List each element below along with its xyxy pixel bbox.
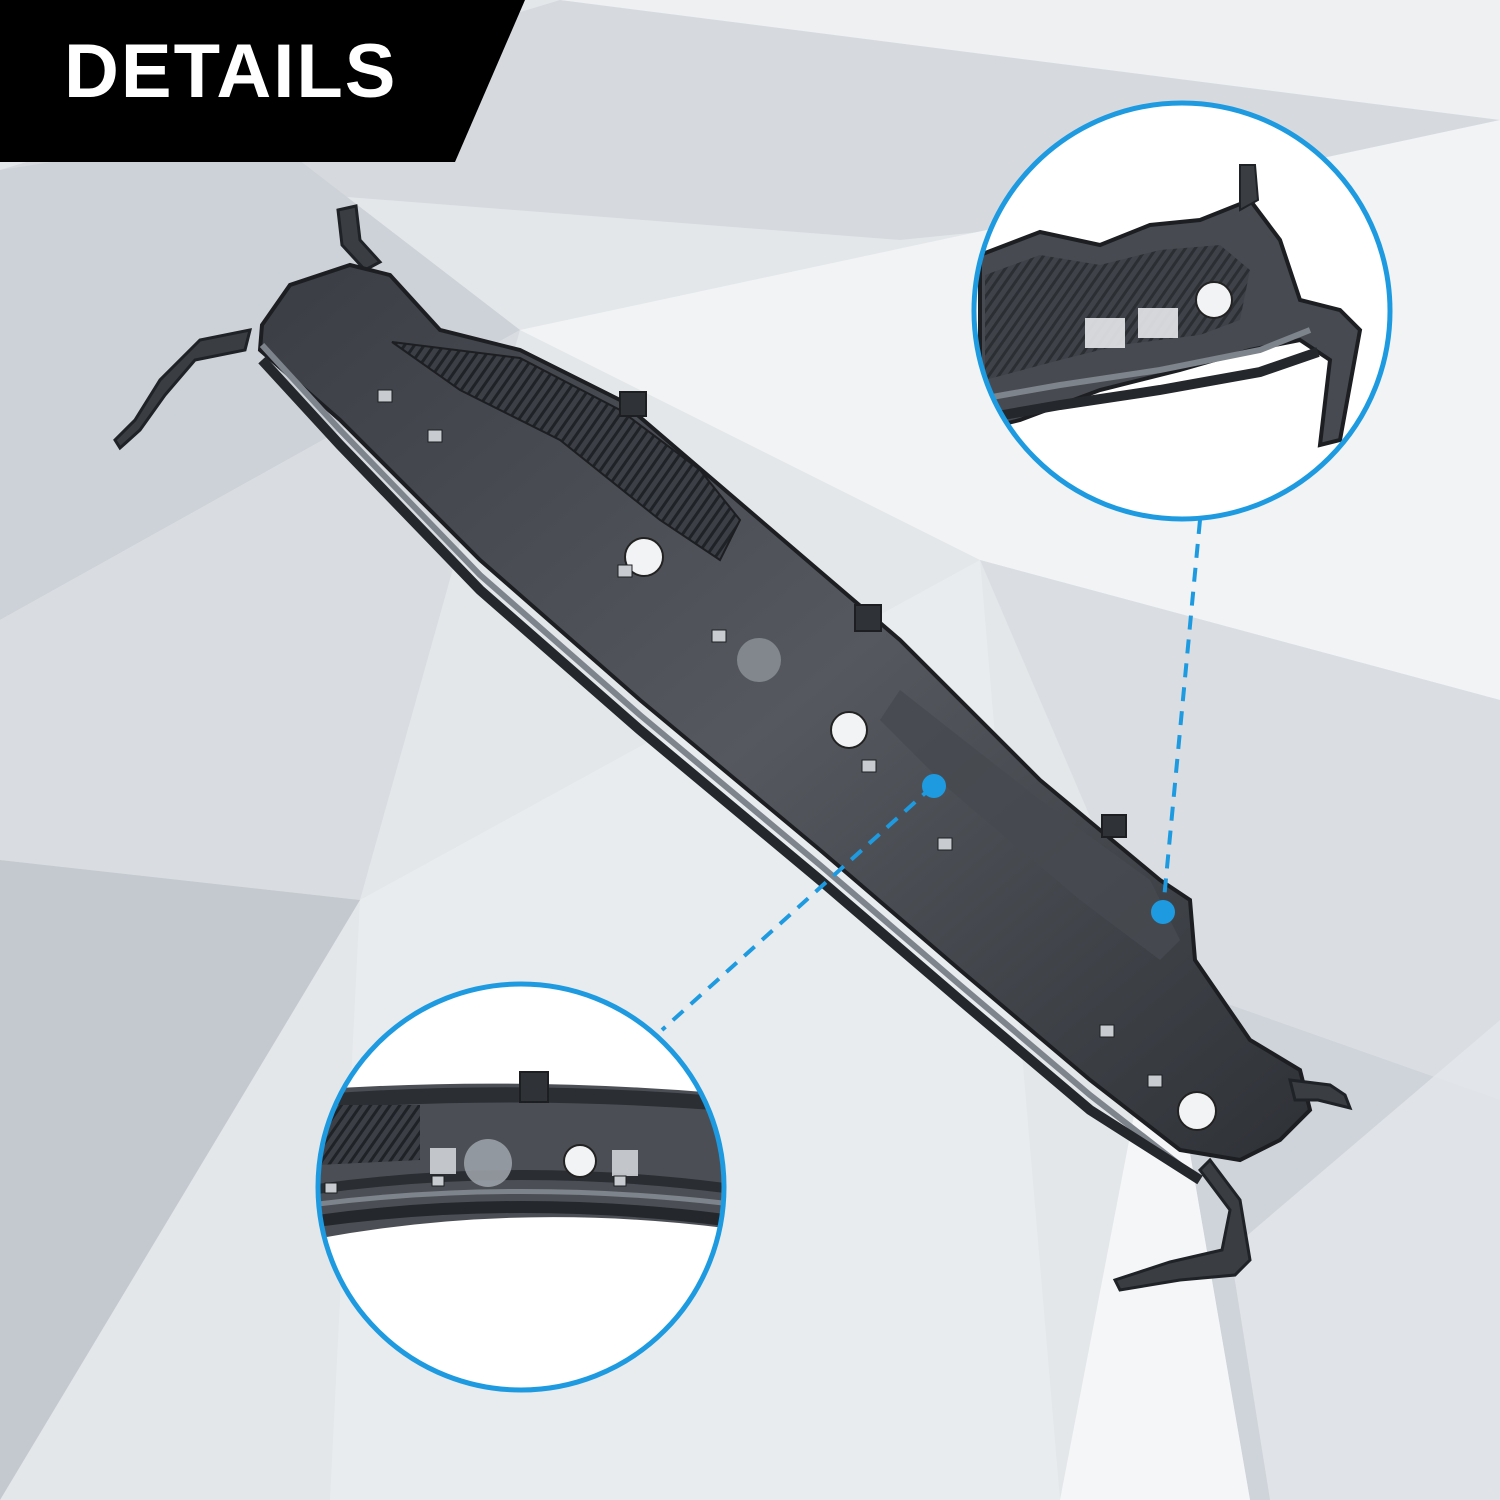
callout-line-top <box>1161 519 1202 911</box>
callout-dot-top <box>1151 900 1175 924</box>
cowl-vent-panel-image <box>113 204 1353 1292</box>
callout-dot-bottom <box>922 774 946 798</box>
zoom-detail-circle-bottom <box>315 981 727 1393</box>
zoom-detail-circle-top <box>971 100 1393 522</box>
details-banner: DETAILS <box>0 0 525 162</box>
banner-title: DETAILS <box>64 29 398 114</box>
callout-line-bottom <box>660 784 935 1032</box>
